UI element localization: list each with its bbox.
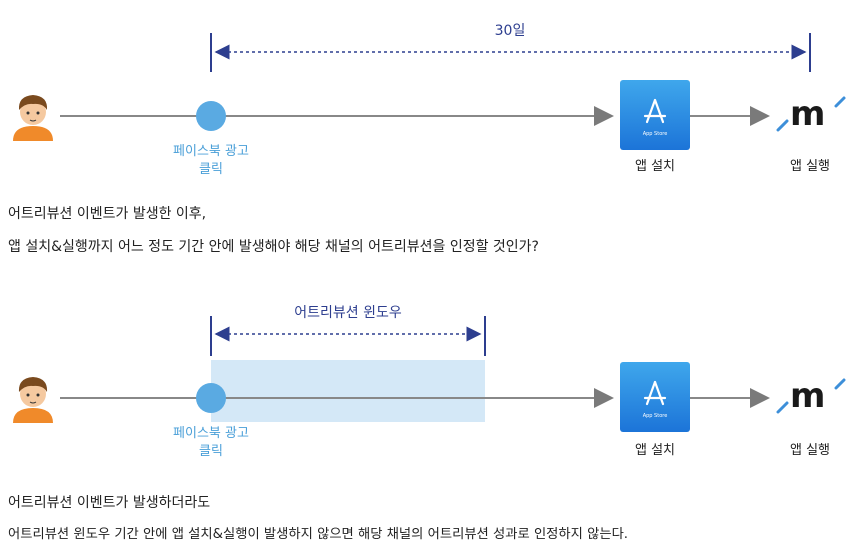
ad-click-dot xyxy=(196,101,226,131)
install-label: 앱 설치 xyxy=(634,159,675,174)
brand-mark: m xyxy=(790,94,825,134)
caption1-line1: 어트리뷰션 이벤트가 발생한 이후, xyxy=(8,206,207,222)
app-store-icon-2: App Store xyxy=(620,362,690,432)
attribution-diagram-30day: 30일 페이스북 광고 클릭 App Store 앱 설치 m 앱 실행 xyxy=(0,0,864,180)
brand-logo-icon-2: m xyxy=(776,376,846,416)
app-store-glyph-2: App Store xyxy=(643,380,668,419)
attribution-window-area xyxy=(211,360,485,422)
diagram2-lines xyxy=(13,316,770,423)
ad-click-dot-2 xyxy=(196,383,226,413)
app-store-text-2: App Store xyxy=(643,413,668,419)
brand-mark-2: m xyxy=(790,376,825,416)
user-avatar-icon xyxy=(13,95,53,141)
ad-click-label-line2: 클릭 xyxy=(199,162,223,177)
span-label: 30일 xyxy=(494,23,526,39)
ad-click-label-2-line1: 페이스북 광고 xyxy=(173,426,249,441)
caption2-line2: 어트리뷰션 윈도우 기간 안에 앱 설치&실행이 발생하지 않으면 해당 채널의… xyxy=(8,527,629,542)
ad-click-label: 페이스북 광고 클릭 xyxy=(151,143,271,179)
diagram1-lines xyxy=(13,33,811,141)
caption1-line2: 앱 설치&실행까지 어느 정도 기간 안에 발생해야 해당 채널의 어트리뷰션을… xyxy=(8,239,539,255)
attribution-window-diagram: 어트리뷰션 윈도우 페이스북 광고 클릭 App Store 앱 설치 m 앱 … xyxy=(0,290,864,470)
app-store-icon: App Store xyxy=(620,80,690,150)
brand-logo-glyph-2: m xyxy=(776,376,846,416)
user-avatar-icon-2 xyxy=(13,377,53,423)
ad-click-label-2-line2: 클릭 xyxy=(199,444,223,459)
launch-label: 앱 실행 xyxy=(789,159,830,174)
window-label: 어트리뷰션 윈도우 xyxy=(294,305,402,321)
app-store-text: App Store xyxy=(643,131,668,137)
launch-label-2: 앱 실행 xyxy=(789,443,830,458)
app-store-glyph: App Store xyxy=(643,98,668,137)
brand-logo-icon: m xyxy=(776,94,846,134)
ad-click-label-2: 페이스북 광고 클릭 xyxy=(151,425,271,461)
brand-logo-glyph: m xyxy=(776,94,846,134)
ad-click-label-line1: 페이스북 광고 xyxy=(173,144,249,159)
caption2-line1: 어트리뷰션 이벤트가 발생하더라도 xyxy=(8,495,211,511)
install-label-2: 앱 설치 xyxy=(634,443,675,458)
